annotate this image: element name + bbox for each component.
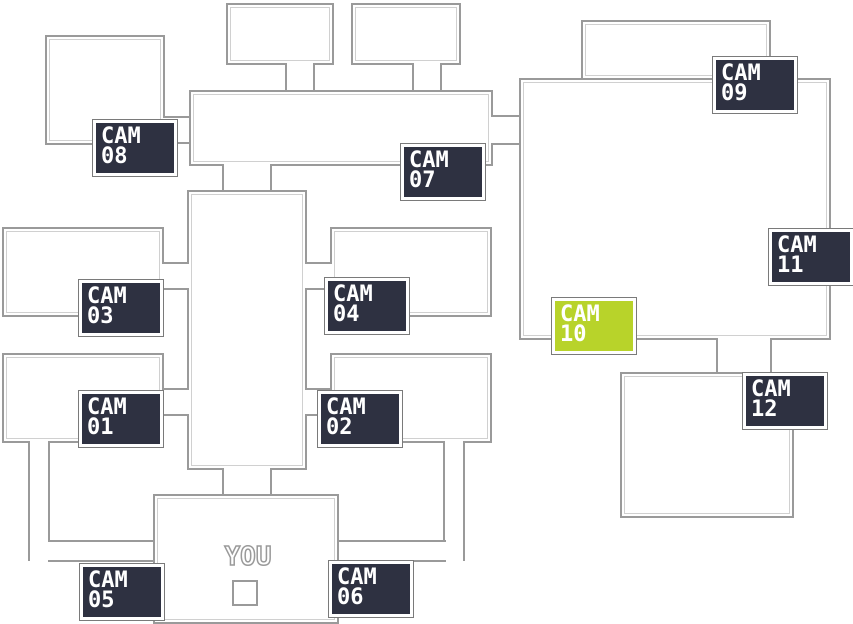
hall-main-top [222,164,272,192]
cam-06-number: 06 [337,585,364,610]
cam-07-button[interactable]: CAM 07 [400,143,486,201]
player-marker [232,580,258,606]
cam-09-button[interactable]: CAM 09 [712,56,798,114]
cam-04-button[interactable]: CAM 04 [324,277,410,335]
room-top-right [351,3,461,65]
hall-right-connector [491,115,523,145]
cam-10-label: CAM [560,302,600,327]
cam-01-label: CAM [87,395,127,420]
vent-right-h [338,540,446,562]
cam-04-label: CAM [333,282,373,307]
cam-12-button[interactable]: CAM 12 [742,372,828,430]
cam-06-button[interactable]: CAM 06 [328,560,414,618]
cam-12-label: CAM [751,377,791,402]
cam-09-number: 09 [721,81,748,106]
cam-03-button[interactable]: CAM 03 [78,279,164,337]
vent-left [28,441,50,561]
cam-08-number: 08 [101,144,128,169]
cam-09-label: CAM [721,61,761,86]
cam-07-label: CAM [409,148,449,173]
cam-06-label: CAM [337,565,377,590]
cam-02-button[interactable]: CAM 02 [317,390,403,448]
cam-11-label: CAM [777,233,817,258]
cam-01-button[interactable]: CAM 01 [78,390,164,448]
cam-10-number: 10 [560,322,587,347]
hall-cam03 [162,262,189,290]
room-cam09-top [581,20,771,80]
cam-05-button[interactable]: CAM 05 [79,563,165,621]
vent-left-h [48,540,156,562]
cam-03-label: CAM [87,284,127,309]
cam-08-button[interactable]: CAM 08 [92,119,178,177]
cam-02-label: CAM [326,395,366,420]
hall-office-top [222,468,272,496]
room-cam10-area [519,78,831,340]
hall-top-left [285,63,315,93]
cam-01-number: 01 [87,415,114,440]
hall-cam01 [162,388,189,416]
cam-02-number: 02 [326,415,353,440]
cam-11-number: 11 [777,253,804,278]
you-label: YOU [224,542,272,572]
cam-05-label: CAM [88,568,128,593]
cam-05-number: 05 [88,588,115,613]
cam-04-number: 04 [333,302,360,327]
cam-07-number: 07 [409,168,436,193]
room-top-left [226,3,334,65]
room-main-hall [187,190,307,470]
cam-03-number: 03 [87,304,114,329]
cam-12-number: 12 [751,397,778,422]
hall-top-right [412,63,442,93]
vent-right [443,441,465,561]
room-cam04 [330,227,492,317]
hall-cam12 [716,338,772,374]
cam-10-button[interactable]: CAM 10 [551,297,637,355]
cam-08-label: CAM [101,124,141,149]
cam-11-button[interactable]: CAM 11 [768,228,853,286]
